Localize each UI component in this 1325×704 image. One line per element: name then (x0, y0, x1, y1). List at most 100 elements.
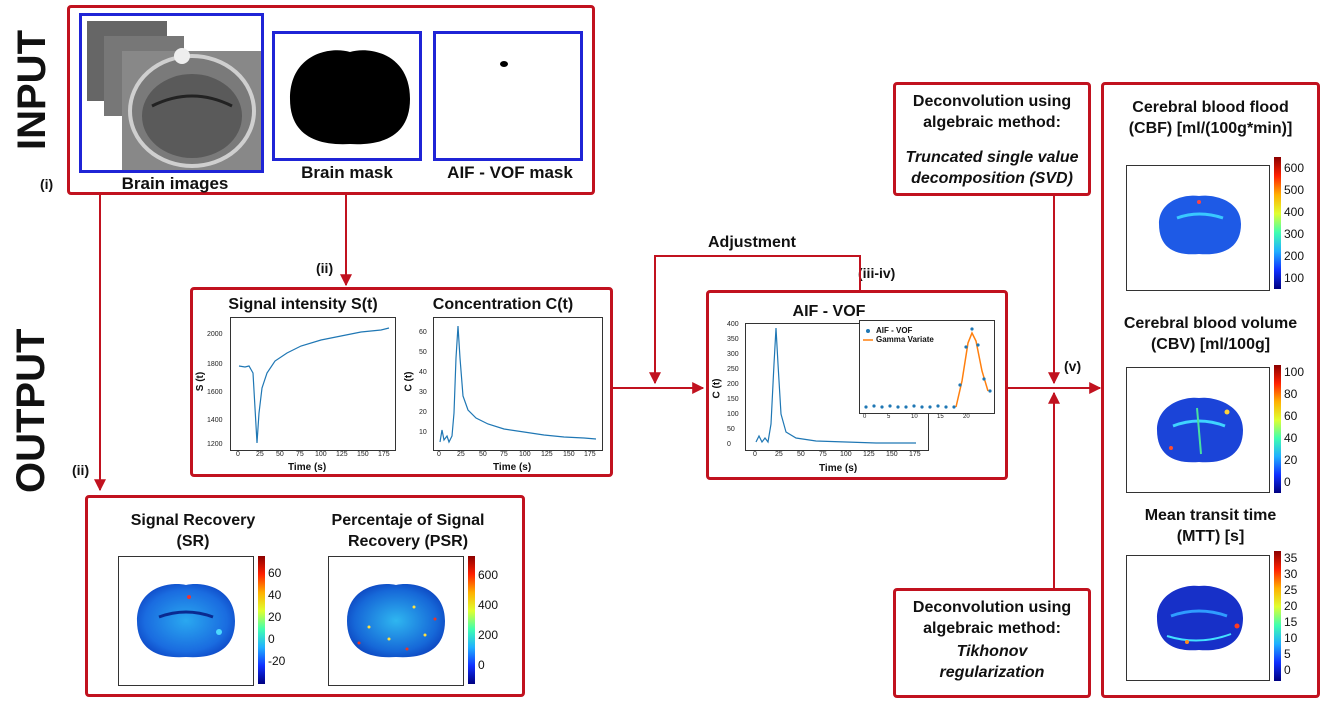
mtt-tick: 30 (1284, 567, 1298, 581)
aif-vof-panel: AIF - VOF C (t) 400 350 300 250 200 150 … (706, 290, 1008, 480)
cbf-tick: 600 (1284, 161, 1305, 175)
signal-intensity-plot (230, 317, 396, 451)
inset-xtick: 20 (963, 414, 970, 420)
aif-xtick: 125 (863, 451, 875, 458)
concentration-curve (439, 325, 597, 444)
signal-xtick: 50 (276, 451, 284, 458)
psr-brain-map (347, 584, 445, 658)
cbv-tick: 60 (1284, 409, 1298, 423)
cbf-tick: 200 (1284, 249, 1305, 263)
cbf-title-line1: Cerebral blood flood (1132, 99, 1289, 116)
cbf-brain-map (1159, 195, 1241, 255)
cbv-tick: 80 (1284, 387, 1298, 401)
aif-ytick: 250 (727, 366, 739, 373)
sr-map (118, 556, 254, 686)
signal-intensity-title: Signal intensity S(t) (228, 296, 378, 313)
signal-xtick: 0 (236, 451, 240, 458)
signal-ytick: 1600 (207, 389, 223, 396)
cbf-map (1126, 165, 1270, 291)
aif-ytick: 350 (727, 336, 739, 343)
aif-ytick: 100 (727, 411, 739, 418)
brain-mask-label: Brain mask (301, 163, 393, 182)
mtt-tick: 10 (1284, 631, 1298, 645)
signal-xtick: 125 (336, 451, 348, 458)
cbv-tick: 20 (1284, 453, 1298, 467)
mtt-tick: 25 (1284, 583, 1298, 597)
aif-ytick: 150 (727, 396, 739, 403)
deconv-tikhonov-line1: Deconvolution using (912, 599, 1072, 616)
signal-ytick: 1200 (207, 441, 223, 448)
brain-images-label: Brain images (121, 174, 229, 193)
inset-xtick: 5 (887, 414, 891, 420)
psr-colorbar-ticks: 600 400 200 0 (478, 556, 518, 684)
cbf-tick: 300 (1284, 227, 1305, 241)
psr-tick: 200 (478, 628, 499, 642)
aif-xtick: 0 (753, 451, 757, 458)
cbv-colorbar (1274, 365, 1281, 493)
conc-xtick: 75 (500, 451, 508, 458)
cbf-tick: 100 (1284, 271, 1305, 285)
mtt-tick: 0 (1284, 663, 1291, 677)
aif-ytick: 400 (727, 321, 739, 328)
signal-xtick: 150 (357, 451, 369, 458)
mtt-tick: 15 (1284, 615, 1298, 629)
aif-xtick: 25 (775, 451, 783, 458)
mtt-tick: 35 (1284, 551, 1298, 565)
deconv-svd-method-line1: Truncated single value (905, 149, 1079, 166)
conc-xtick: 50 (479, 451, 487, 458)
brain-mask-image (290, 50, 410, 145)
brain-images-frame (79, 13, 264, 173)
psr-colorbar (468, 556, 475, 684)
signal-xtick: 25 (256, 451, 264, 458)
aif-xtick: 100 (840, 451, 852, 458)
aif-xtick: 75 (819, 451, 827, 458)
signal-yticks: 2000 1800 1600 1400 1200 (207, 317, 229, 449)
aif-vof-inset-plot: AIF - VOF Gamma Variate (859, 320, 995, 414)
cbv-tick: 100 (1284, 365, 1305, 379)
cbf-colorbar (1274, 157, 1281, 289)
conc-ytick: 30 (419, 389, 427, 396)
psr-map (328, 556, 464, 686)
aif-vof-yticks: 400 350 300 250 200 150 100 50 0 (727, 321, 745, 449)
cbv-map (1126, 367, 1270, 493)
concentration-plot (433, 317, 603, 451)
step-ii-left-label: (ii) (72, 462, 90, 478)
aif-vof-mask-label: AIF - VOF mask (447, 163, 573, 182)
sr-tick: 60 (268, 566, 282, 580)
concentration-title: Concentration C(t) (432, 296, 574, 313)
sr-colorbar (258, 556, 265, 684)
inset-xtick: 10 (911, 414, 918, 420)
aif-vof-curve (755, 327, 916, 444)
adjustment-label: Adjustment (708, 234, 796, 251)
conc-ytick: 60 (419, 329, 427, 336)
cbv-tick: 0 (1284, 475, 1291, 489)
signal-intensity-curve (238, 327, 390, 444)
mtt-title-line1: Mean transit time (1144, 507, 1277, 524)
signal-ytick: 2000 (207, 331, 223, 338)
signal-ytick: 1400 (207, 417, 223, 424)
conc-xtick: 150 (563, 451, 575, 458)
signal-ylabel: S (t) (195, 371, 207, 392)
cbf-tick: 500 (1284, 183, 1305, 197)
inset-xtick: 0 (863, 414, 867, 420)
aif-xtick: 50 (797, 451, 805, 458)
mtt-tick: 5 (1284, 647, 1291, 661)
conc-xtick: 0 (437, 451, 441, 458)
aif-ytick: 0 (727, 441, 731, 448)
aif-xtick: 175 (909, 451, 921, 458)
sr-tick: 0 (268, 632, 275, 646)
inset-legend-gamma-variate: Gamma Variate (876, 335, 934, 344)
signal-concentration-panel: Signal intensity S(t) Concentration C(t)… (190, 287, 613, 477)
inset-xtick: 15 (937, 414, 944, 420)
signal-xtick: 75 (296, 451, 304, 458)
deconv-tikhonov-method-line2: regularization (939, 664, 1045, 681)
conc-xtick: 100 (519, 451, 531, 458)
psr-title-line1: Percentaje of Signal (331, 512, 485, 529)
mtt-title-line2: (MTT) [s] (1176, 528, 1245, 545)
deconv-svd-line2: algebraic method: (923, 114, 1061, 131)
conc-xtick: 25 (457, 451, 465, 458)
aif-ytick: 50 (727, 426, 735, 433)
cbf-colorbar-ticks: 600 500 400 300 200 100 (1284, 157, 1320, 289)
aif-vof-inset-curve (863, 327, 992, 409)
